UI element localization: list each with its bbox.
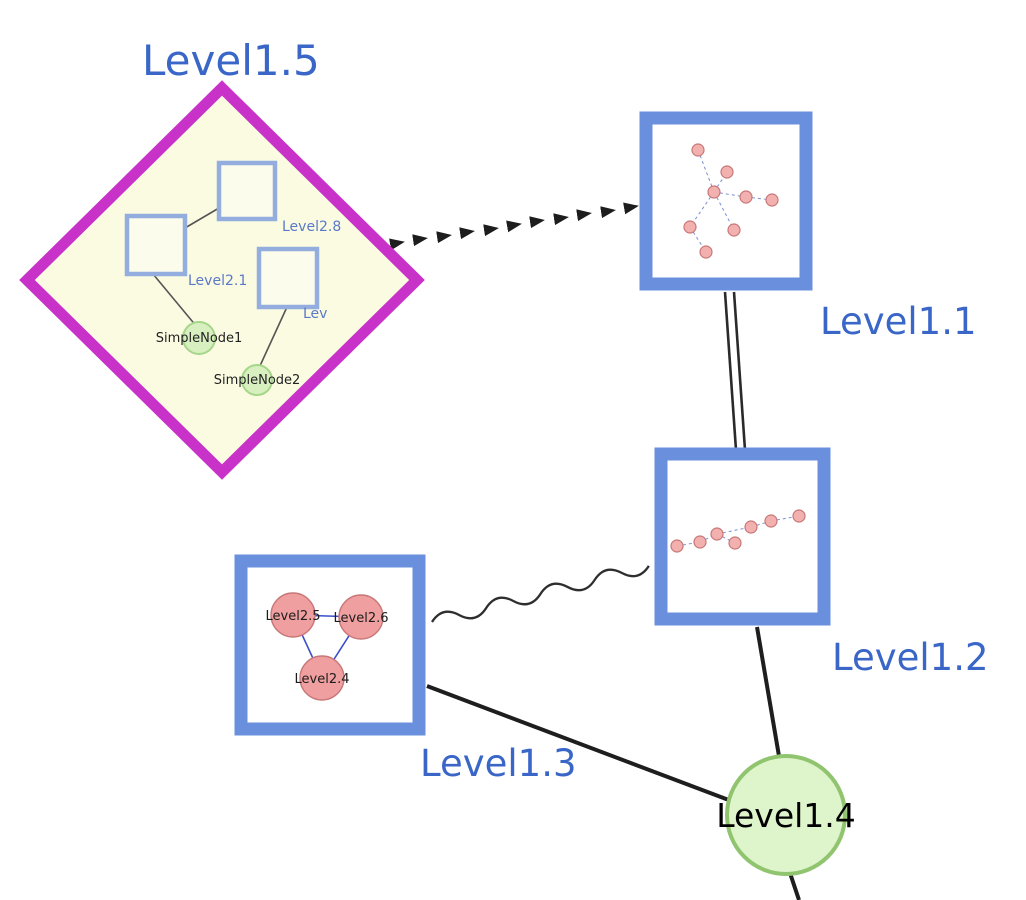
level28-label: Level2.8 bbox=[282, 219, 341, 235]
level15-diamond[interactable] bbox=[19, 80, 425, 480]
level26-label: Level2.6 bbox=[334, 611, 389, 626]
edge-level12-level14[interactable] bbox=[755, 626, 782, 763]
level12-group-label: Level1.2 bbox=[832, 636, 989, 679]
simplenode1-circle[interactable] bbox=[182, 321, 216, 355]
edge-level13-level12-wavy[interactable] bbox=[430, 560, 650, 629]
level26-circle[interactable] bbox=[338, 594, 384, 640]
level12-box[interactable] bbox=[654, 447, 831, 626]
level28-square[interactable] bbox=[216, 160, 278, 222]
level25-label: Level2.5 bbox=[266, 609, 321, 624]
edge-level11-level12-double[interactable] bbox=[723, 291, 747, 451]
simplenode2-circle[interactable] bbox=[241, 364, 273, 396]
edge-lev-simplenode2 bbox=[258, 306, 288, 369]
level21-label: Level2.1 bbox=[188, 273, 247, 289]
edge-level13-level14[interactable] bbox=[426, 684, 743, 807]
edge-level15-level11-arrows[interactable] bbox=[389, 202, 639, 251]
level11-group-label: Level1.1 bbox=[820, 300, 977, 343]
simplenode1-label: SimpleNode1 bbox=[156, 331, 243, 346]
level21-square[interactable] bbox=[124, 213, 188, 277]
level24-label: Level2.4 bbox=[295, 672, 350, 687]
level24-circle[interactable] bbox=[299, 655, 345, 701]
level11-box[interactable] bbox=[639, 111, 813, 291]
edge-level21-simplenode1 bbox=[152, 273, 198, 328]
level11-mini-nodes[interactable] bbox=[683, 143, 779, 259]
level12-mini-nodes[interactable] bbox=[670, 509, 806, 553]
level13-box[interactable] bbox=[234, 554, 426, 736]
level14-circle[interactable] bbox=[725, 754, 847, 876]
level13-group-label: Level1.3 bbox=[420, 742, 577, 785]
level25-circle[interactable] bbox=[270, 592, 316, 638]
simplenode2-label: SimpleNode2 bbox=[214, 373, 301, 388]
level14-label: Level1.4 bbox=[716, 796, 856, 835]
lev-square[interactable] bbox=[256, 246, 320, 310]
level15-group-label: Level1.5 bbox=[142, 36, 320, 85]
edge-level21-level28 bbox=[184, 207, 220, 229]
lev-label: Lev bbox=[303, 306, 327, 322]
